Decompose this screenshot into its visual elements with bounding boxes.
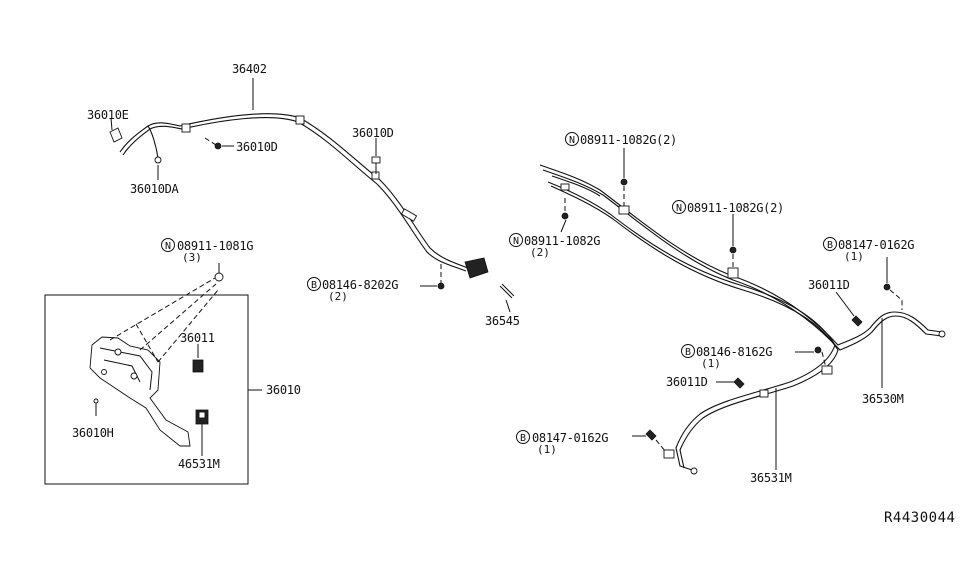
- qty-08147-0162g-lower: (1): [537, 443, 557, 456]
- label-08147-0162g-lower: 08147-0162G: [532, 431, 608, 445]
- prefix-n-icon: N: [565, 132, 579, 146]
- prefix-b-icon: B: [823, 237, 837, 251]
- label-08911-1082g-mid: 08911-1082G(2): [687, 201, 784, 215]
- label-36531m: 36531M: [750, 471, 792, 485]
- bolt-36010h: [93, 398, 99, 416]
- prefix-b-icon: B: [516, 430, 530, 444]
- svg-text:N: N: [165, 241, 171, 252]
- qty-08146-8202g: (2): [328, 290, 348, 303]
- svg-text:B: B: [520, 433, 526, 444]
- label-36010da: 36010DA: [130, 182, 180, 196]
- prefix-b-icon: B: [307, 277, 321, 291]
- label-36010e: 36010E: [87, 108, 129, 122]
- qty-08147-0162g-right: (1): [844, 250, 864, 263]
- bracket-36011: [192, 344, 204, 373]
- prefix-n-icon: N: [509, 233, 523, 247]
- switch-46531m: [195, 409, 209, 456]
- spring-36545: [499, 283, 515, 313]
- nut-08911-1082g-top: [618, 178, 630, 215]
- nut-08911-1081g: [214, 263, 224, 282]
- label-08146-8202g: 08146-8202G: [322, 278, 398, 292]
- clip-36010da: [154, 156, 162, 164]
- bolt-08147-0162g-right: [883, 283, 903, 310]
- label-36011d-lower: 36011D: [666, 375, 708, 389]
- pedal-assembly-36010: [89, 277, 219, 447]
- reference-code: R4430044: [884, 510, 955, 526]
- clip-36010e: [109, 127, 123, 143]
- label-46531m: 46531M: [178, 457, 220, 471]
- nut-08911-1082g-mid: [727, 246, 739, 279]
- label-36010d-a: 36010D: [236, 140, 278, 154]
- label-36402: 36402: [232, 62, 267, 76]
- svg-text:B: B: [827, 240, 833, 251]
- qty-08911-1081g: (3): [182, 251, 202, 264]
- svg-text:B: B: [685, 347, 691, 358]
- bolt-08146-8202g: [420, 264, 445, 290]
- bolt-08147-0162g-lower: [645, 429, 675, 459]
- prefix-n-icon: N: [672, 200, 686, 214]
- clip-36010d-a: [204, 137, 222, 150]
- label-08911-1082g-top: 08911-1082G(2): [580, 133, 677, 147]
- svg-text:B: B: [311, 280, 317, 291]
- label-36545: 36545: [485, 314, 520, 328]
- rear-cable-36530m: [539, 164, 946, 351]
- svg-text:N: N: [513, 236, 519, 247]
- svg-text:N: N: [569, 135, 575, 146]
- prefix-b-icon: B: [681, 344, 695, 358]
- label-36011d-upper: 36011D: [808, 278, 850, 292]
- label-08911-1082g-left: 08911-1082G: [524, 234, 600, 248]
- label-36011: 36011: [180, 331, 215, 345]
- label-36530m: 36530M: [862, 392, 904, 406]
- clip-36010d-b: [371, 156, 381, 174]
- clip-36011d-lower: [733, 377, 745, 389]
- svg-text:N: N: [676, 203, 682, 214]
- label-36010h: 36010H: [72, 426, 114, 440]
- label-08146-8162g: 08146-8162G: [696, 345, 772, 359]
- clip-36011d-upper: [851, 315, 863, 327]
- label-08147-0162g-right: 08147-0162G: [838, 238, 914, 252]
- nut-08911-1082g-left: [560, 183, 570, 220]
- prefix-n-icon: N: [161, 238, 175, 252]
- qty-08911-1082g-left: (2): [530, 246, 550, 259]
- label-36010d-b: 36010D: [352, 126, 394, 140]
- bolt-08146-8162g: [814, 346, 833, 375]
- label-08911-1081g: 08911-1081G: [177, 239, 253, 253]
- label-36010: 36010: [266, 383, 301, 397]
- qty-08146-8162g: (1): [701, 357, 721, 370]
- rear-cable-36531m: [547, 175, 839, 475]
